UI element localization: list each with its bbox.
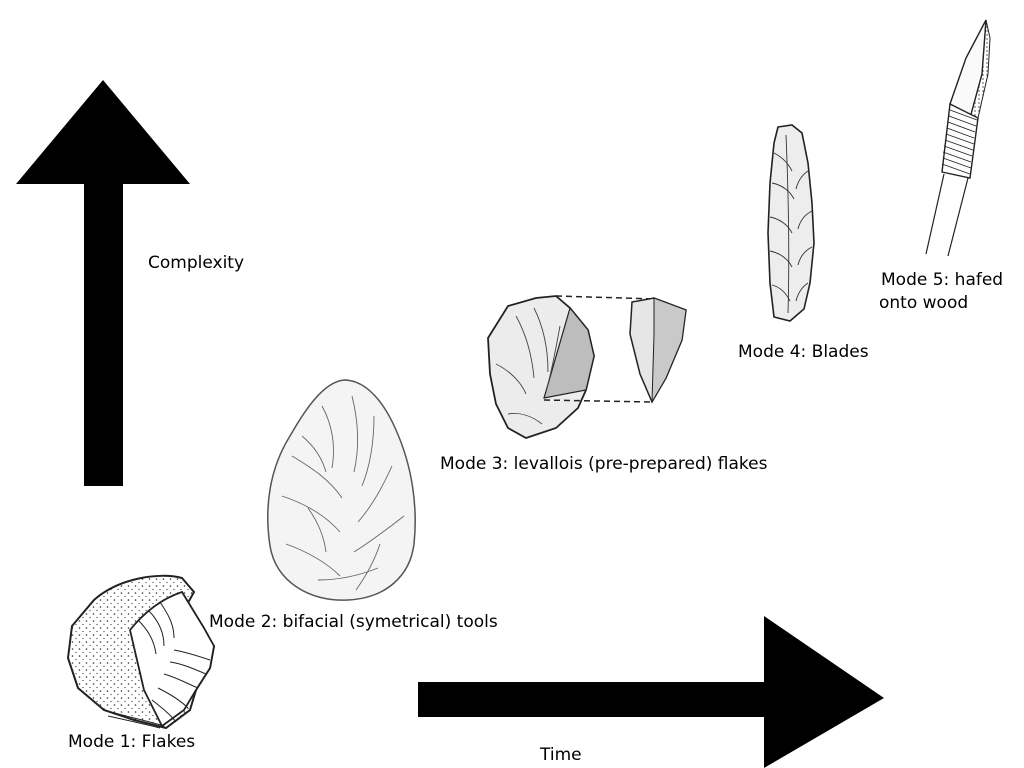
time-arrow-icon xyxy=(418,616,884,768)
complexity-arrow-icon xyxy=(16,80,190,486)
mode-3-label: Mode 3: levallois (pre-prepared) flakes xyxy=(440,454,768,474)
blade-icon xyxy=(767,124,815,322)
mode-5-label-line1: Mode 5: hafed xyxy=(881,270,1004,290)
complexity-axis-label: Complexity xyxy=(148,253,245,273)
mode-1-label: Mode 1: Flakes xyxy=(68,732,196,752)
handaxe-icon xyxy=(267,379,416,601)
mode-5-label-line2: onto wood xyxy=(879,293,969,313)
flake-tool-icon xyxy=(66,574,216,730)
hafted-point-icon xyxy=(925,19,991,257)
mode-2-label: Mode 2: bifacial (symetrical) tools xyxy=(209,612,498,632)
mode-4-label: Mode 4: Blades xyxy=(738,342,869,362)
levallois-flake-icon xyxy=(487,295,687,439)
time-axis-label: Time xyxy=(540,745,582,765)
